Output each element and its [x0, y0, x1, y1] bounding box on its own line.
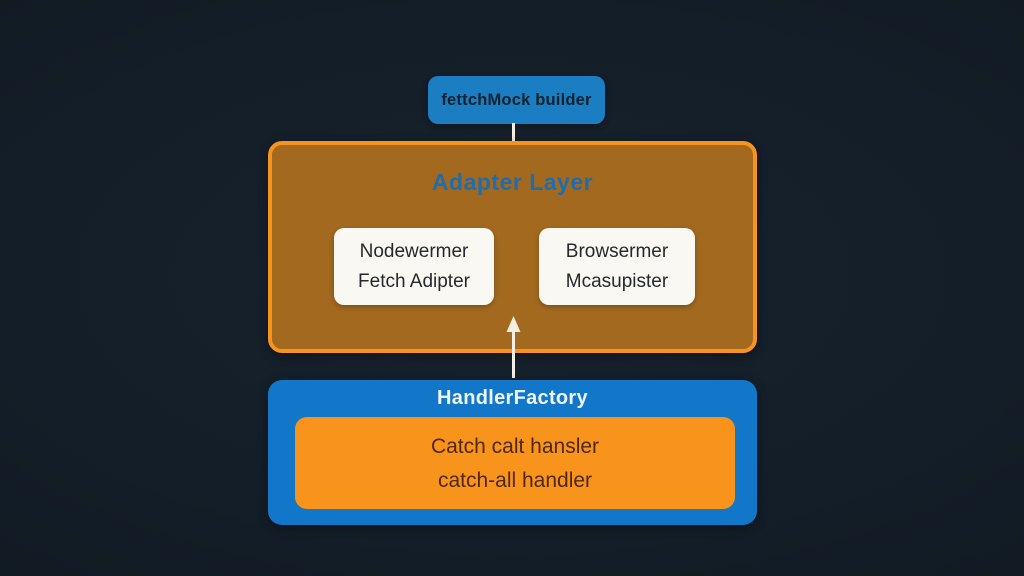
- node-catch-all-handler-line1: Catch calt hansler: [430, 434, 600, 458]
- node-browser-adapter-line2: Mcasupister: [565, 270, 669, 292]
- node-fetchmock-builder: fettchMock builder: [428, 76, 605, 124]
- node-catch-all-handler-line2: catch-all handler: [437, 468, 593, 492]
- node-node-fetch-adapter-line2: Fetch Adipter: [358, 270, 470, 292]
- handler-factory-title: HandlerFactory: [437, 387, 588, 409]
- adapter-layer-container: Adapter Layer Nodewermer Fetch Adipter B…: [268, 141, 757, 353]
- node-catch-all-handler: Catch calt hansler catch-all handler: [295, 417, 735, 509]
- node-browser-adapter-line1: Browsermer: [565, 240, 669, 262]
- node-fetchmock-builder-label: fettchMock builder: [441, 90, 592, 109]
- handler-factory-container: HandlerFactory Catch calt hansler catch-…: [268, 380, 757, 525]
- arrow-up-icon: [506, 316, 521, 378]
- node-node-fetch-adapter-line1: Nodewermer: [359, 240, 469, 262]
- adapter-layer-title: Adapter Layer: [431, 169, 594, 195]
- node-node-fetch-adapter: Nodewermer Fetch Adipter: [334, 228, 494, 305]
- node-browser-adapter: Browsermer Mcasupister: [539, 228, 695, 305]
